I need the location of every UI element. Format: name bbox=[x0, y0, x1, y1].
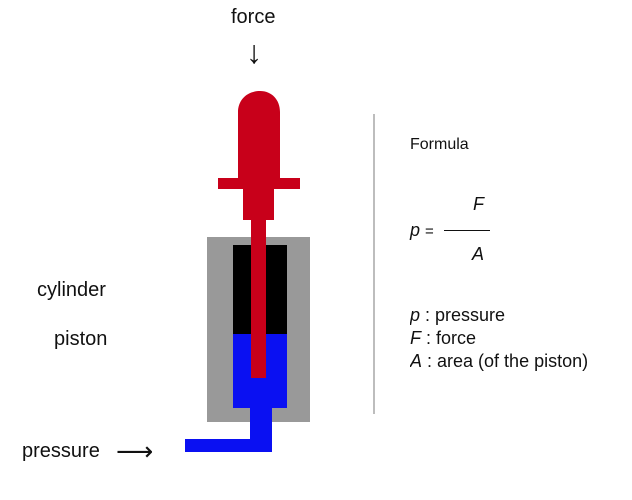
legend-symbol: F bbox=[410, 328, 421, 348]
legend-symbol: p bbox=[410, 305, 421, 325]
legend-text: : area (of the piston) bbox=[422, 351, 589, 371]
piston bbox=[218, 91, 300, 378]
formula-equals: = bbox=[425, 223, 434, 240]
formula-denominator: A bbox=[472, 244, 484, 265]
formula-lhs-var: p bbox=[410, 220, 421, 240]
formula-legend: p : pressure F : force A : area (of the … bbox=[410, 304, 610, 373]
pressure-label: pressure bbox=[22, 440, 100, 462]
legend-item: A : area (of the piston) bbox=[410, 350, 610, 373]
legend-item: F : force bbox=[410, 327, 610, 350]
fraction-bar bbox=[444, 230, 490, 231]
formula-title: Formula bbox=[410, 136, 469, 153]
formula-denominator-var: A bbox=[472, 244, 485, 264]
piston-label: piston bbox=[54, 328, 108, 350]
formula-lhs: p = bbox=[410, 220, 434, 241]
force-label: force bbox=[231, 6, 276, 28]
fluid-outlet-pipe bbox=[185, 406, 272, 452]
pressure-arrow-icon: ⟶ bbox=[116, 436, 154, 466]
formula-numerator: F bbox=[473, 194, 484, 215]
cylinder-label: cylinder bbox=[37, 279, 106, 301]
divider-line bbox=[373, 114, 375, 414]
legend-text: : pressure bbox=[420, 305, 506, 325]
formula-numerator-var: F bbox=[473, 194, 484, 214]
legend-symbol: A bbox=[410, 351, 423, 371]
legend-item: p : pressure bbox=[410, 304, 610, 327]
legend-text: : force bbox=[421, 328, 477, 348]
force-arrow-icon: ↓ bbox=[246, 34, 262, 70]
